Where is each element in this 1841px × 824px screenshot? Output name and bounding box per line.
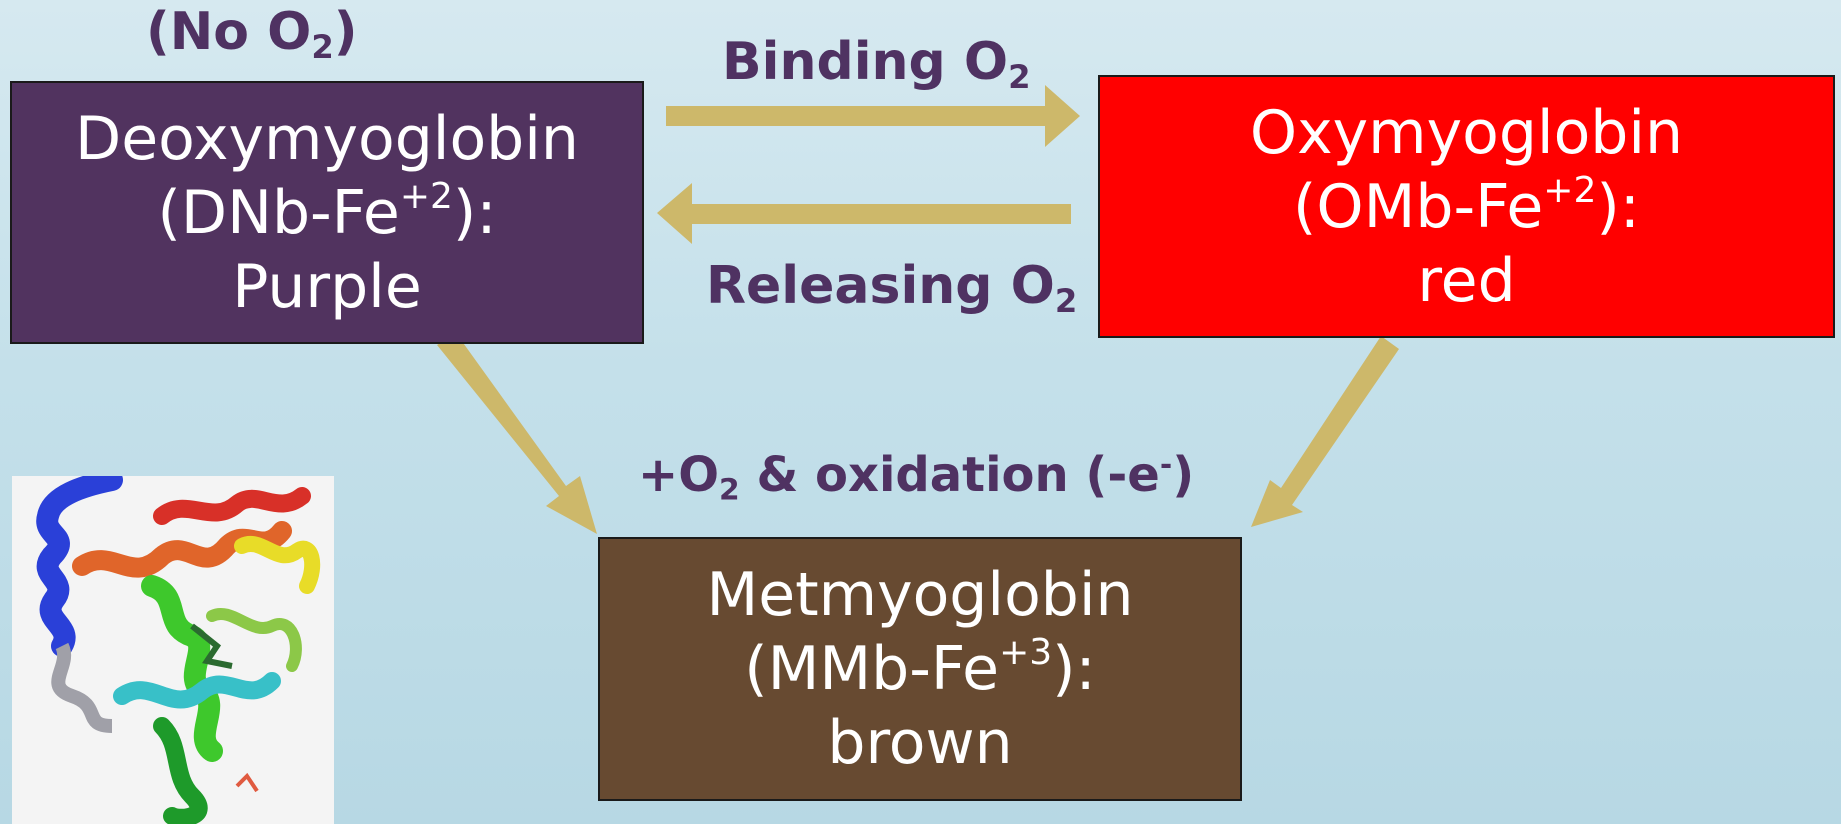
oxidation-label: +O2 & oxidation (-e-)	[638, 447, 1194, 507]
protein-ribbon-icon	[36, 476, 321, 824]
deoxy-to-met-arrow	[437, 333, 597, 534]
oxy-formula-prefix: (OMb-Fe	[1293, 171, 1544, 242]
oxy-name: Oxymyoglobin	[1249, 97, 1684, 168]
releasing-o2-label: Releasing O2	[706, 256, 1077, 320]
deoxy-name: Deoxymyoglobin	[75, 103, 579, 174]
met-name: Metmyoglobin	[706, 560, 1134, 630]
protein-ribbon-image	[12, 476, 334, 824]
no-oxygen-text: (No O	[146, 2, 312, 62]
oxy-formula-charge: +2	[1543, 169, 1597, 211]
oxidation-superscript: -	[1159, 447, 1173, 483]
metmyoglobin-box: Metmyoglobin (MMb-Fe+3): brown	[598, 537, 1242, 801]
deoxy-formula: (DNb-Fe+2):	[12, 176, 642, 250]
oxy-formula: (OMb-Fe+2):	[1100, 170, 1833, 244]
oxy-to-met-arrow	[1251, 336, 1399, 527]
met-formula-prefix: (MMb-Fe	[744, 634, 1000, 704]
no-oxygen-subscript: 2	[311, 28, 334, 67]
deoxy-formula-charge: +2	[399, 175, 453, 217]
deoxy-formula-prefix: (DNb-Fe	[157, 177, 400, 248]
met-formula-suffix: ):	[1052, 634, 1096, 704]
deoxy-formula-suffix: ):	[452, 177, 497, 248]
releasing-arrow	[657, 183, 1071, 244]
binding-o2-label: Binding O2	[722, 32, 1031, 96]
met-formula-charge: +3	[999, 631, 1053, 673]
met-color: brown	[827, 708, 1013, 778]
binding-subscript: 2	[1008, 58, 1031, 97]
met-formula: (MMb-Fe+3):	[600, 632, 1240, 706]
binding-arrow	[666, 85, 1080, 147]
oxidation-subscript: 2	[719, 472, 740, 508]
oxidation-suffix: )	[1172, 447, 1195, 503]
binding-text: Binding O	[722, 32, 1009, 92]
oxidation-middle: & oxidation (-e	[739, 447, 1160, 503]
releasing-subscript: 2	[1054, 282, 1078, 321]
deoxy-color: Purple	[232, 251, 422, 322]
oxy-color: red	[1417, 245, 1516, 316]
releasing-text: Releasing O	[706, 256, 1055, 316]
no-oxygen-label: (No O2)	[146, 2, 358, 66]
deoxymyoglobin-box: Deoxymyoglobin (DNb-Fe+2): Purple	[10, 81, 644, 344]
oxy-formula-suffix: ):	[1596, 171, 1640, 242]
no-oxygen-suffix: )	[333, 2, 358, 62]
oxymyoglobin-box: Oxymyoglobin (OMb-Fe+2): red	[1098, 75, 1835, 338]
oxidation-prefix: +O	[638, 447, 720, 503]
